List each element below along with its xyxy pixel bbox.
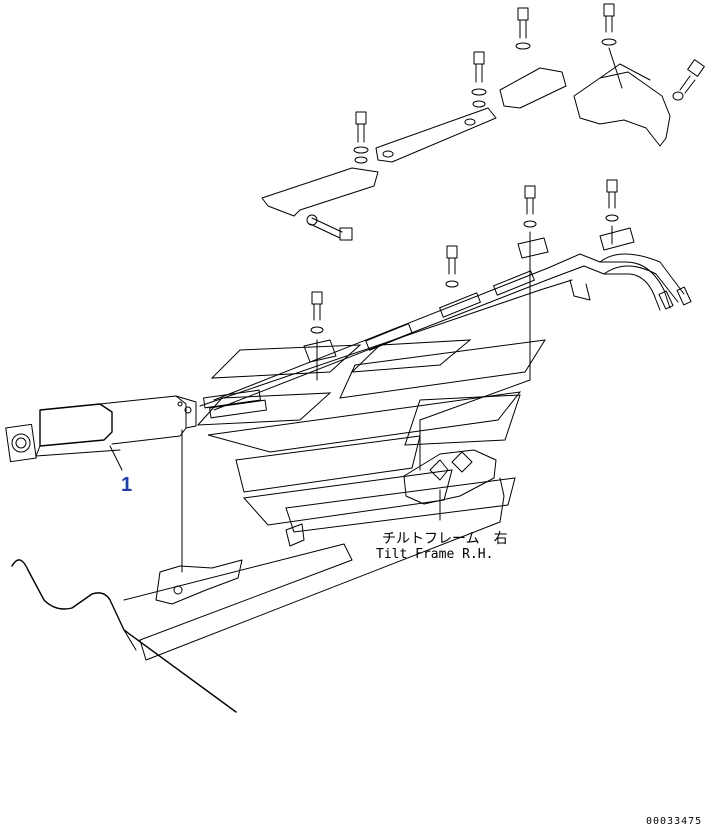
tilt-frame <box>11 379 531 713</box>
clamp-plate <box>375 107 497 163</box>
bolt-icon <box>353 111 369 164</box>
bolt-icon <box>601 3 617 46</box>
bolt-icon <box>672 59 705 101</box>
bolt-icon <box>605 179 619 222</box>
tilt-cylinder <box>5 395 197 471</box>
bolt-icon <box>471 51 487 108</box>
upper-bracket-assembly <box>261 3 705 241</box>
lower-bracket <box>261 167 379 217</box>
hose-clamp-bolts <box>303 179 635 381</box>
bolt-icon <box>445 245 459 288</box>
frame-label-japanese: チルトフレーム 右 <box>382 531 508 547</box>
bolt-icon <box>523 185 537 228</box>
hydraulic-hoses <box>199 253 692 419</box>
drawing-number: 00033475 <box>646 816 703 827</box>
top-bracket <box>499 67 567 109</box>
callout-number[interactable]: 1 <box>121 474 133 496</box>
cover-plate <box>573 71 671 147</box>
hose-fitting-icon <box>203 270 692 419</box>
bolt-icon <box>515 7 531 50</box>
bolt-icon <box>310 291 324 334</box>
frame-label-english: Tilt Frame R.H. <box>376 547 494 562</box>
watermark-logo <box>196 339 546 533</box>
bolt-icon <box>306 214 353 241</box>
